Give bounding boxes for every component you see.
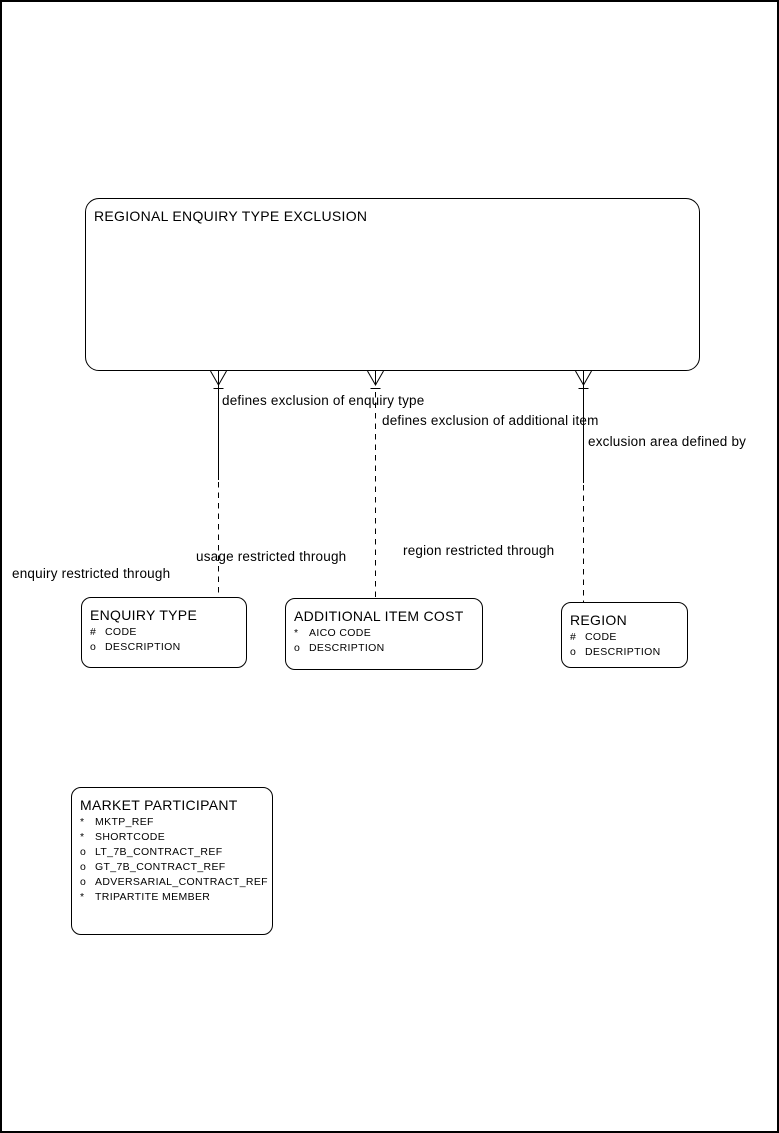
attribute-name: CODE [105,626,137,638]
attribute-prefix: # [570,631,577,643]
relationship-line-enquiry-type [210,370,227,597]
attribute-row: * TRIPARTITE MEMBER [72,890,272,905]
relationship-label-defines-exclusion-of-enquiry-type: defines exclusion of enquiry type [222,393,425,408]
entity-region: REGION # CODE o DESCRIPTION [561,602,688,668]
attribute-row: * SHORTCODE [72,830,272,845]
attribute-name: MKTP_REF [95,816,154,828]
attribute-prefix: o [80,876,87,888]
attribute-row: o DESCRIPTION [562,645,687,660]
entity-market-participant: MARKET PARTICIPANT * MKTP_REF * SHORTCOD… [71,787,273,935]
relationship-line-additional-item-cost [367,370,384,598]
attribute-row: o ADVERSARIAL_CONTRACT_REF [72,875,272,890]
attribute-prefix: * [80,891,85,903]
attribute-row: o DESCRIPTION [286,641,482,656]
entity-enquiry-type: ENQUIRY TYPE # CODE o DESCRIPTION [81,597,247,668]
entity-additional-item-cost: ADDITIONAL ITEM COST * AICO CODE o DESCR… [285,598,483,670]
attribute-name: CODE [585,631,617,643]
attribute-row: # CODE [562,630,687,645]
relationship-line-region [575,370,592,602]
attribute-prefix: * [80,831,85,843]
attribute-prefix: * [294,627,299,639]
attribute-prefix: o [570,646,577,658]
attribute-name: DESCRIPTION [105,641,181,653]
relationship-label-exclusion-area-defined-by: exclusion area defined by [588,434,747,449]
attribute-row: o LT_7B_CONTRACT_REF [72,845,272,860]
entity-regional-enquiry-type-exclusion: REGIONAL ENQUIRY TYPE EXCLUSION [85,198,700,371]
attribute-name: SHORTCODE [95,831,166,843]
attribute-row: * AICO CODE [286,626,482,641]
attribute-row: o GT_7B_CONTRACT_REF [72,860,272,875]
attribute-prefix: o [80,846,87,858]
relationship-label-defines-exclusion-of-additional-item: defines exclusion of additional item [382,413,599,428]
attribute-name: LT_7B_CONTRACT_REF [95,846,223,858]
attribute-prefix: o [80,861,87,873]
attribute-name: DESCRIPTION [585,646,661,658]
attribute-row: # CODE [82,625,246,640]
attribute-name: TRIPARTITE MEMBER [95,891,211,903]
attribute-name: AICO CODE [309,627,372,639]
attribute-name: DESCRIPTION [309,642,385,654]
attribute-prefix: # [90,626,97,638]
entity-title: MARKET PARTICIPANT [80,797,238,813]
relationship-label-region-restricted-through: region restricted through [403,543,555,558]
entity-title: ADDITIONAL ITEM COST [294,608,464,624]
attribute-row: * MKTP_REF [72,815,272,830]
attribute-prefix: * [80,816,85,828]
attribute-prefix: o [294,642,301,654]
attribute-prefix: o [90,641,97,653]
attribute-row: o DESCRIPTION [82,640,246,655]
entity-title: REGION [570,612,628,628]
entity-title: REGIONAL ENQUIRY TYPE EXCLUSION [94,208,368,224]
entity-title: ENQUIRY TYPE [90,607,198,623]
relationship-label-enquiry-restricted-through: enquiry restricted through [12,566,171,581]
attribute-name: GT_7B_CONTRACT_REF [95,861,226,873]
attribute-name: ADVERSARIAL_CONTRACT_REF [95,876,268,888]
relationship-label-usage-restricted-through: usage restricted through [196,549,347,564]
